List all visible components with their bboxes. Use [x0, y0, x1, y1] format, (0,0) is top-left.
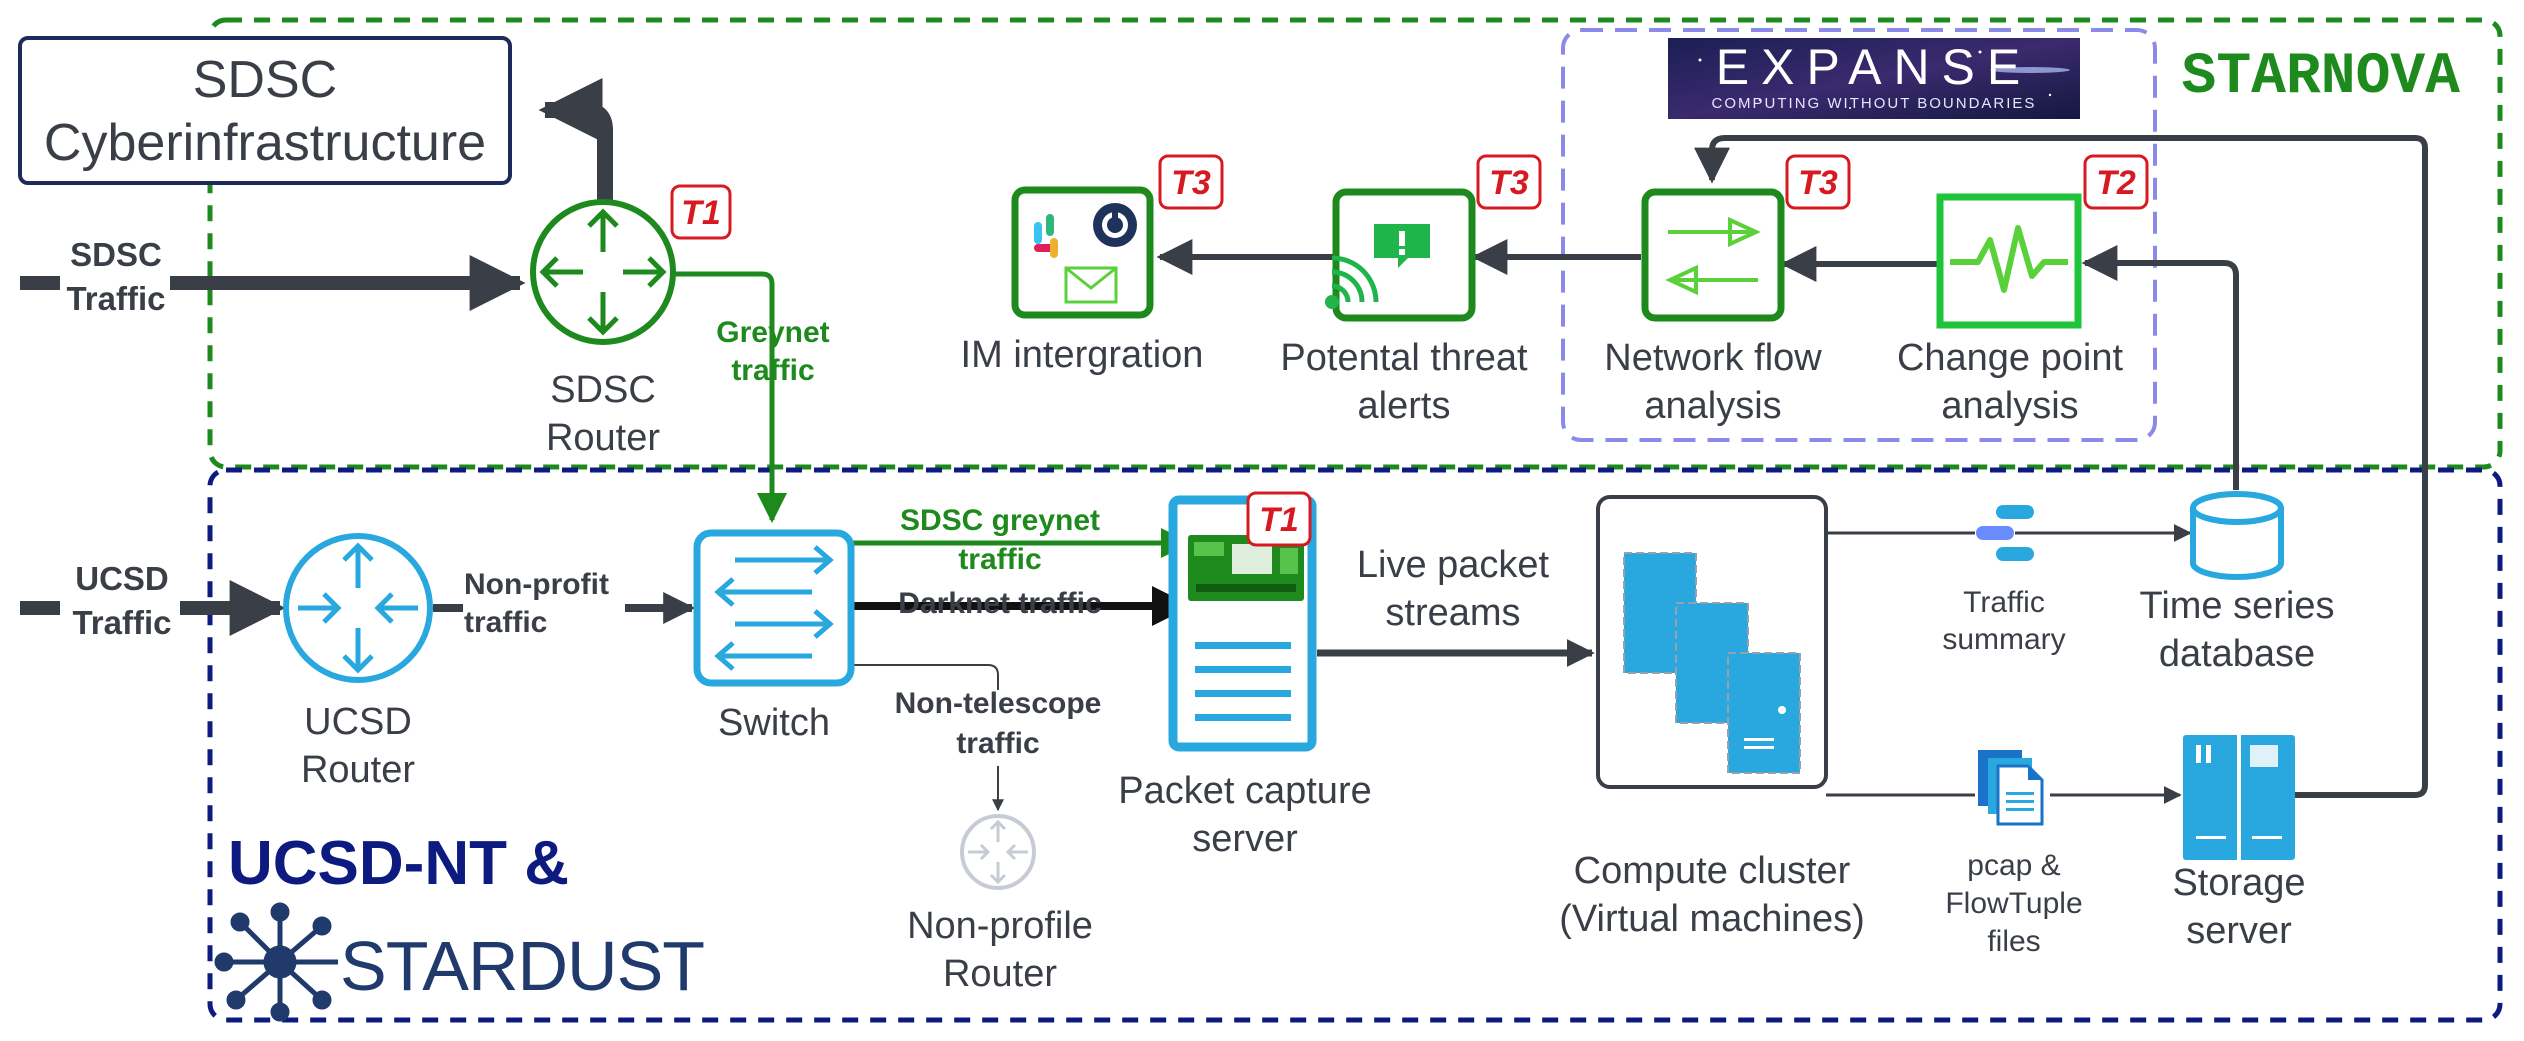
- expanse-subtitle: COMPUTING WITHOUT BOUNDARIES: [1712, 95, 2037, 112]
- nonprofit-label-1: Non-profit: [464, 568, 609, 601]
- pcap-label-1: pcap &: [1967, 849, 2060, 882]
- im-tag: T3: [1158, 154, 1224, 210]
- greynet-label-1: Greynet: [716, 316, 829, 349]
- svg-text:T1: T1: [681, 194, 721, 232]
- sdsc-router-tag: T1: [670, 184, 732, 240]
- pcap-label-2: FlowTuple: [1945, 887, 2082, 920]
- stardust-text: STARDUST: [340, 927, 704, 1005]
- traffic-summary-label-1: Traffic: [1963, 586, 2045, 619]
- ucsd-nt-region: [207, 467, 2503, 1023]
- darknet-label: Darknet traffic: [898, 587, 1101, 620]
- sdsc-ci-line1: SDSC: [193, 51, 337, 109]
- alerts-label-2: alerts: [1358, 385, 1451, 427]
- im-label: IM intergration: [961, 334, 1204, 376]
- ucsd-traffic-label-1: UCSD: [75, 560, 169, 597]
- slack-icon: [1034, 214, 1058, 258]
- tsdb-label-2: database: [2159, 633, 2315, 675]
- svg-text:T3: T3: [1171, 164, 1211, 202]
- im-integration-icon: [1011, 186, 1154, 319]
- capture-label-2: server: [1192, 818, 1298, 860]
- nonprofit-label-2: traffic: [464, 606, 547, 639]
- threat-alert-icon: [1325, 188, 1476, 322]
- sdsc-greynet-label-1: SDSC greynet: [900, 504, 1100, 537]
- sdsc-greynet-label-2: traffic: [958, 543, 1041, 576]
- switch-label: Switch: [718, 702, 830, 744]
- sdsc-router-label-2: Router: [546, 417, 660, 459]
- capture-tag: T1: [1246, 491, 1312, 547]
- tsdb-label-1: Time series: [2140, 585, 2335, 627]
- ucsd-nt-title: UCSD-NT &: [228, 829, 569, 898]
- alerts-tag: T3: [1476, 154, 1542, 210]
- files-icon: [1978, 750, 2044, 826]
- change-point-icon: [1936, 193, 2082, 329]
- netflow-label-1: Network flow: [1604, 337, 1822, 379]
- changepoint-tag: T2: [2083, 154, 2149, 210]
- greynet-arrow: [675, 271, 787, 523]
- ucsd-traffic-label-2: Traffic: [72, 604, 171, 641]
- nonprofile-label-1: Non-profile: [907, 905, 1093, 947]
- chat-app-icon: [1093, 203, 1137, 247]
- svg-text:T3: T3: [1798, 164, 1838, 202]
- mail-icon: [1064, 266, 1118, 304]
- sdsc-router-label-1: SDSC: [550, 369, 656, 411]
- nontelescope-line: [853, 664, 999, 690]
- alerts-label-1: Potental threat: [1280, 337, 1528, 379]
- stardust-logo: STARDUST: [214, 902, 705, 1022]
- netflow-label-2: analysis: [1644, 385, 1781, 427]
- cluster-label-2: (Virtual machines): [1559, 898, 1865, 940]
- live-label-2: streams: [1385, 592, 1520, 634]
- stardust-star-icon: [214, 902, 338, 1022]
- sdsc-traffic-label-2: Traffic: [66, 280, 165, 317]
- storage-to-netflow-arrow: [1694, 135, 2428, 798]
- live-label-1: Live packet: [1357, 544, 1550, 586]
- traffic-summary-icon: [1976, 505, 2034, 561]
- ucsd-router-label-1: UCSD: [304, 701, 412, 743]
- storage-label-2: server: [2186, 910, 2292, 952]
- switch-icon: [693, 529, 855, 687]
- traffic-summary-label-2: summary: [1942, 623, 2065, 656]
- capture-label-1: Packet capture: [1118, 770, 1371, 812]
- storage-server-icon: [2183, 735, 2295, 860]
- changepoint-label-1: Change point: [1897, 337, 2124, 379]
- cluster-label-1: Compute cluster: [1574, 850, 1851, 892]
- expanse-title: EXPANSE: [1716, 39, 2033, 95]
- sdsc-traffic-label-1: SDSC: [70, 236, 162, 273]
- ucsd-router-icon: [283, 533, 433, 683]
- expanse-logo: EXPANSE COMPUTING WITHOUT BOUNDARIES: [1668, 38, 2080, 119]
- nonprofile-label-2: Router: [943, 953, 1057, 995]
- ucsd-router-label-2: Router: [301, 749, 415, 791]
- svg-text:T2: T2: [2096, 164, 2136, 202]
- sdsc-ci-box: [18, 36, 512, 185]
- nonprofile-router-icon: [960, 814, 1036, 890]
- network-card-icon: [1188, 535, 1304, 601]
- tsdb-to-change-arrow: [2081, 245, 2239, 490]
- network-flow-icon: [1641, 188, 1785, 322]
- starnova-title: STARNOVA: [2182, 45, 2461, 110]
- router-to-ci-arrow: [538, 78, 613, 202]
- packet-capture-server-icon: [1168, 495, 1317, 752]
- sdsc-ci-line2: Cyberinfrastructure: [44, 114, 486, 172]
- sdsc-router-icon: [530, 199, 676, 345]
- svg-text:T3: T3: [1489, 164, 1529, 202]
- expanse-region: [1561, 28, 2157, 442]
- storage-label-1: Storage: [2172, 862, 2305, 904]
- starnova-region: [207, 17, 2503, 470]
- nontelescope-label-2: traffic: [956, 727, 1039, 760]
- database-icon: [2190, 491, 2284, 580]
- pcap-label-3: files: [1987, 925, 2040, 958]
- compute-cluster-icon: [1596, 495, 1828, 789]
- svg-text:T1: T1: [1259, 501, 1299, 539]
- nontelescope-label-1: Non-telescope: [895, 687, 1102, 720]
- greynet-label-2: traffic: [731, 354, 814, 387]
- changepoint-label-2: analysis: [1941, 385, 2078, 427]
- netflow-tag: T3: [1785, 154, 1851, 210]
- vm-icon: [1623, 552, 1801, 774]
